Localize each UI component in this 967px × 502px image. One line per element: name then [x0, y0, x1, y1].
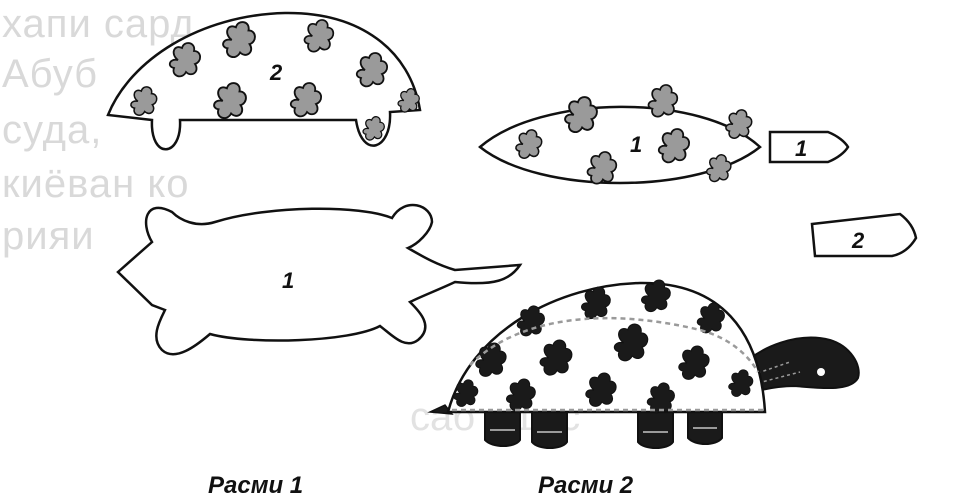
figure-2-caption: Расми 2 — [538, 472, 633, 500]
eye-icon — [817, 368, 825, 376]
piece-number-label: 2 — [269, 60, 283, 85]
assembled-turtle — [430, 280, 859, 448]
head-side-piece — [770, 132, 848, 162]
body-pattern-piece — [480, 85, 760, 184]
piece-number-label: 1 — [795, 136, 807, 161]
piece-number-label: 1 — [630, 132, 642, 157]
figure-1-caption: Расми 1 — [208, 472, 303, 500]
piece-number-label: 1 — [282, 268, 294, 293]
shell-top-piece — [108, 13, 420, 149]
piece-number-label: 2 — [851, 228, 865, 253]
shell-side-piece — [118, 205, 520, 354]
